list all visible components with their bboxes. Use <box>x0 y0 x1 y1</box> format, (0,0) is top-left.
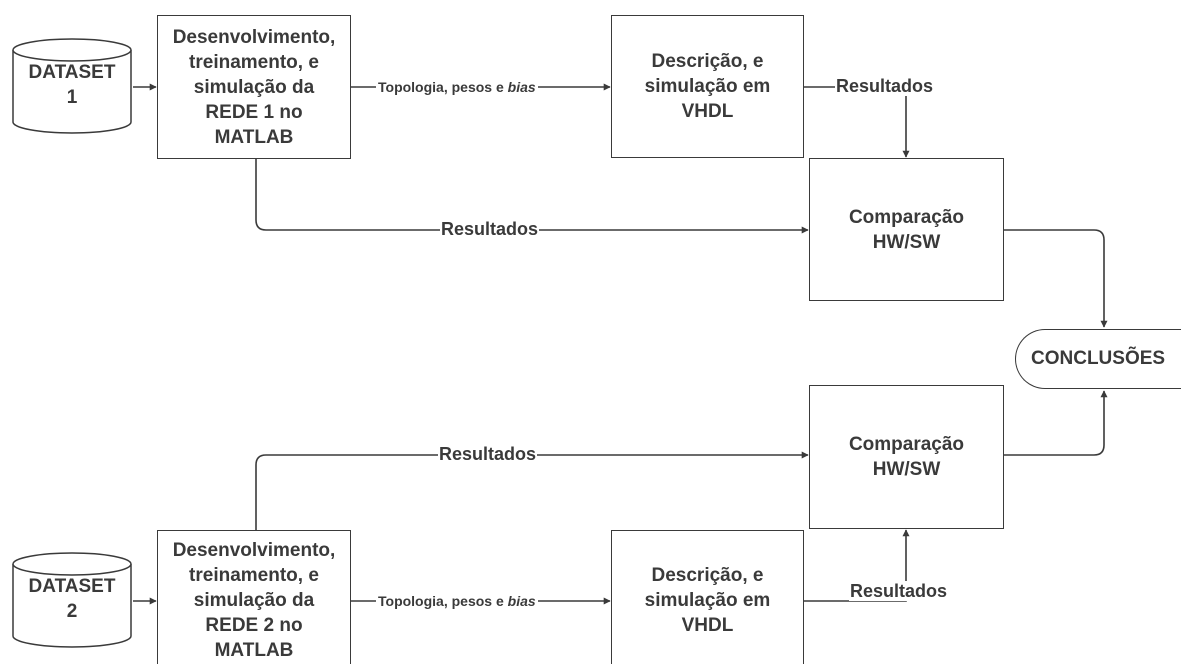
comparacao-box-2-line: HW/SW <box>872 459 941 480</box>
dev-rede1-box: Desenvolvimento, treinamento, e simulaçã… <box>157 15 351 159</box>
dataset-2-line1: DATASET <box>28 576 116 597</box>
dev-rede2-line: REDE 2 no <box>205 614 303 636</box>
dev-rede2-line: simulação da <box>193 589 315 611</box>
vhdl-box-2-line: simulação em <box>644 589 771 611</box>
dev-rede2-line: MATLAB <box>214 639 294 661</box>
database-icon <box>12 38 132 134</box>
vhdl-box-1-text: Descrição, e simulação em VHDL <box>645 49 771 124</box>
dev-rede1-line: Desenvolvimento, <box>172 26 336 48</box>
conclusoes-terminal: CONCLUSÕES <box>1015 329 1181 389</box>
comparacao-box-2: Comparação HW/SW <box>809 385 1004 529</box>
dataset-1-cylinder: DATASET 1 <box>12 38 132 134</box>
dev-rede1-text: Desenvolvimento, treinamento, e simulaçã… <box>173 25 336 150</box>
edge-label-resultados-dev1: Resultados <box>440 219 540 239</box>
topologia-text: Topologia, pesos e <box>378 79 508 95</box>
dev-rede2-line: Desenvolvimento, <box>172 539 336 561</box>
dev-rede1-line: MATLAB <box>214 126 294 148</box>
vhdl-box-2-line: Descrição, e <box>651 564 764 586</box>
arrow-vhdl2-to-comp2 <box>804 529 910 602</box>
dev-rede2-text: Desenvolvimento, treinamento, e simulaçã… <box>173 538 336 663</box>
edge-label-topologia-2: Topologia, pesos e bias <box>376 591 538 611</box>
comparacao-box-2-line: Comparação <box>848 434 965 455</box>
comparacao-box-1-line: HW/SW <box>872 231 941 253</box>
arrow-dev2-to-comp2 <box>255 451 809 530</box>
edge-label-resultados-vhdl2: Resultados <box>849 581 949 601</box>
dataset-2-label: DATASET 2 <box>12 574 132 624</box>
vhdl-box-2: Descrição, e simulação em VHDL <box>611 530 804 664</box>
database-icon <box>12 552 132 648</box>
vhdl-box-1-line: VHDL <box>681 101 734 122</box>
arrow-vhdl1-to-comp1 <box>804 86 910 158</box>
comparacao-box-1: Comparação HW/SW <box>809 158 1004 301</box>
bias-text: bias <box>507 79 536 95</box>
dev-rede1-line: treinamento, e <box>189 51 319 73</box>
vhdl-box-1: Descrição, e simulação em VHDL <box>611 15 804 158</box>
dataset-2-line2: 2 <box>66 601 78 622</box>
dataset-1-line2: 1 <box>66 87 78 108</box>
dataset-2-cylinder: DATASET 2 <box>12 552 132 648</box>
comparacao-box-1-line: Comparação <box>848 206 965 228</box>
dev-rede2-box: Desenvolvimento, treinamento, e simulaçã… <box>157 530 351 664</box>
dev-rede2-line: treinamento, e <box>189 564 319 586</box>
bias-text: bias <box>507 593 536 609</box>
edge-label-resultados-dev2: Resultados <box>438 444 538 464</box>
vhdl-box-2-text: Descrição, e simulação em VHDL <box>645 563 771 638</box>
arrow-dev1-to-comp1 <box>255 158 809 234</box>
dev-rede1-line: simulação da <box>193 76 315 98</box>
edge-label-resultados-vhdl1: Resultados <box>835 76 935 96</box>
comparacao-box-2-text: Comparação HW/SW <box>849 432 964 482</box>
dataset-1-label: DATASET 1 <box>12 60 132 110</box>
vhdl-box-2-line: VHDL <box>681 614 734 636</box>
vhdl-box-1-line: Descrição, e <box>651 51 764 72</box>
arrow-comp1-to-conclusoes <box>1004 229 1108 328</box>
vhdl-box-1-line: simulação em <box>644 76 771 97</box>
edge-label-topologia-1: Topologia, pesos e bias <box>376 77 538 97</box>
dev-rede1-line: REDE 1 no <box>205 101 303 123</box>
comparacao-box-1-text: Comparação HW/SW <box>849 205 964 255</box>
arrow-comp2-to-conclusoes <box>1004 390 1108 456</box>
dataset-1-line1: DATASET <box>28 62 116 83</box>
topologia-text: Topologia, pesos e <box>378 593 508 609</box>
